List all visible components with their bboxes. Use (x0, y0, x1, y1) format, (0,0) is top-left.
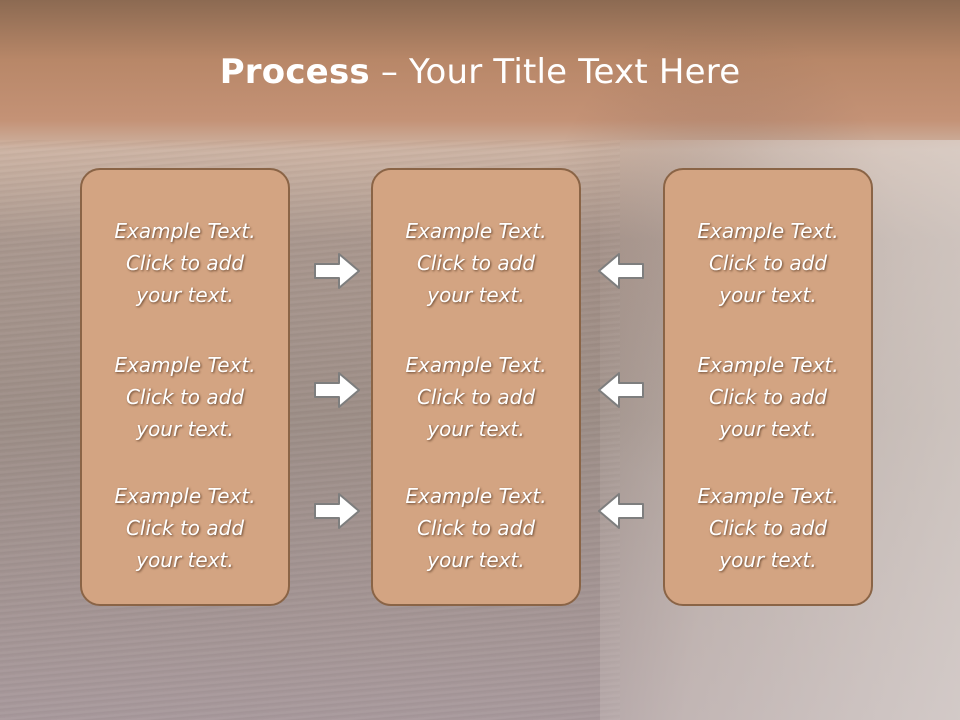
text-line: Example Text. (405, 484, 547, 508)
text-line: Click to add (416, 516, 536, 540)
text-line: your text. (136, 548, 234, 572)
text-block[interactable]: Example Text. Click to add your text. (82, 349, 288, 445)
text-line: Example Text. (405, 219, 547, 243)
process-box-right[interactable]: Example Text. Click to add your text. Ex… (663, 168, 873, 606)
arrow-left-icon (598, 493, 644, 529)
text-line: your text. (427, 548, 525, 572)
process-box-middle[interactable]: Example Text. Click to add your text. Ex… (371, 168, 581, 606)
arrow-right-icon (314, 372, 360, 408)
text-block[interactable]: Example Text. Click to add your text. (373, 480, 579, 576)
text-block[interactable]: Example Text. Click to add your text. (373, 215, 579, 311)
arrow-right-icon (314, 253, 360, 289)
text-block[interactable]: Example Text. Click to add your text. (665, 480, 871, 576)
text-line: Click to add (708, 385, 828, 409)
arrow-left-icon (598, 372, 644, 408)
text-line: your text. (427, 283, 525, 307)
text-line: Click to add (125, 251, 245, 275)
text-block[interactable]: Example Text. Click to add your text. (665, 349, 871, 445)
arrow-right-icon (314, 493, 360, 529)
text-block[interactable]: Example Text. Click to add your text. (665, 215, 871, 311)
text-line: Example Text. (114, 353, 256, 377)
title-bold: Process (219, 52, 370, 92)
text-line: Example Text. (697, 353, 839, 377)
arrow-left-icon (598, 253, 644, 289)
process-box-left[interactable]: Example Text. Click to add your text. Ex… (80, 168, 290, 606)
text-line: Click to add (708, 516, 828, 540)
text-block[interactable]: Example Text. Click to add your text. (82, 215, 288, 311)
text-line: Example Text. (114, 484, 256, 508)
text-line: Example Text. (697, 484, 839, 508)
text-line: your text. (719, 283, 817, 307)
text-line: your text. (719, 548, 817, 572)
text-line: your text. (427, 417, 525, 441)
text-line: Example Text. (114, 219, 256, 243)
text-line: Click to add (416, 385, 536, 409)
text-block[interactable]: Example Text. Click to add your text. (373, 349, 579, 445)
title-rest: – Your Title Text Here (369, 52, 741, 92)
text-line: Example Text. (697, 219, 839, 243)
text-line: Click to add (125, 385, 245, 409)
text-line: your text. (136, 417, 234, 441)
text-line: your text. (719, 417, 817, 441)
text-block[interactable]: Example Text. Click to add your text. (82, 480, 288, 576)
text-line: your text. (136, 283, 234, 307)
text-line: Example Text. (405, 353, 547, 377)
text-line: Click to add (125, 516, 245, 540)
slide-title[interactable]: Process – Your Title Text Here (0, 52, 960, 92)
text-line: Click to add (416, 251, 536, 275)
text-line: Click to add (708, 251, 828, 275)
